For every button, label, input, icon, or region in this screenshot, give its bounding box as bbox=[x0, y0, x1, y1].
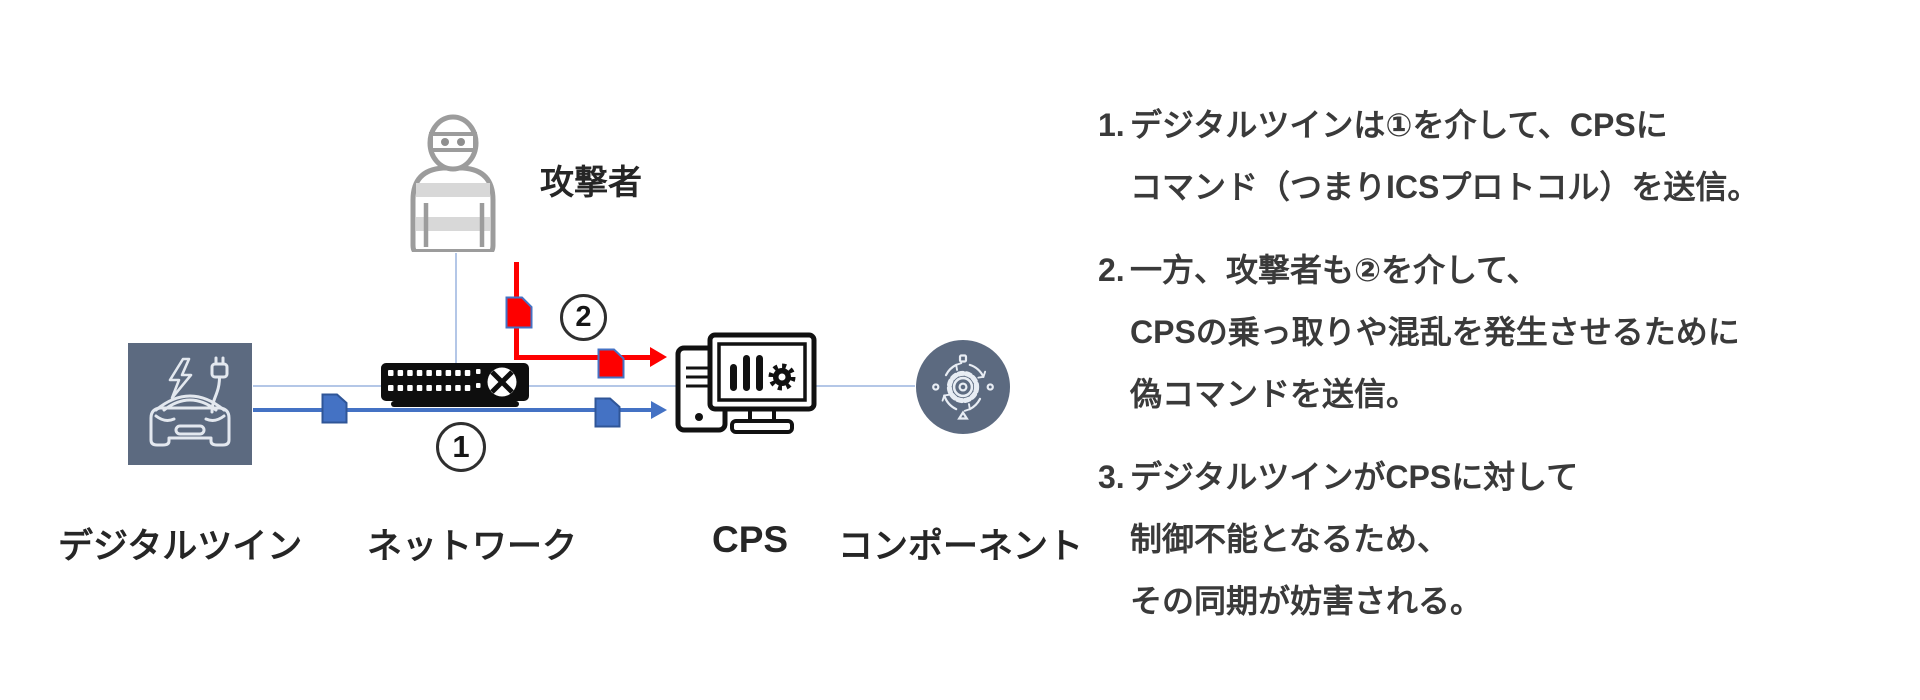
path-badge-2: 2 bbox=[560, 294, 607, 341]
note-text: 制御不能となるため、 bbox=[1130, 521, 1450, 557]
note-text: CPSの乗っ取りや混乱を発生させるために bbox=[1130, 314, 1740, 350]
link-line-horizontal bbox=[253, 385, 915, 387]
component-label: コンポーネント bbox=[838, 527, 1084, 566]
note-number: 2. bbox=[1098, 252, 1125, 288]
note-item-1: 1. デジタルツインは①を介して、CPSに コマンド（つまりICSプロトコル）を… bbox=[1098, 94, 1759, 218]
path-badge-1: 1 bbox=[436, 422, 486, 472]
attacker-label: 攻撃者 bbox=[540, 164, 642, 202]
digital-twin-label: デジタルツイン bbox=[58, 527, 303, 566]
note-number: 1. bbox=[1098, 107, 1125, 143]
note-text: 一方、攻撃者も②を介して、 bbox=[1130, 252, 1539, 288]
command-packet-icon bbox=[321, 393, 348, 424]
command-packet-icon bbox=[594, 397, 621, 428]
note-text: コマンド（つまりICSプロトコル）を送信。 bbox=[1130, 169, 1760, 205]
note-text: デジタルツインがCPSに対して bbox=[1130, 459, 1579, 495]
network-label: ネットワーク bbox=[367, 527, 578, 566]
cps-label: CPS bbox=[712, 519, 789, 560]
note-text: 偽コマンドを送信。 bbox=[1130, 376, 1419, 412]
note-text: デジタルツインは①を介して、CPSに bbox=[1130, 107, 1668, 143]
attack-arrow-line bbox=[514, 355, 652, 360]
component-node bbox=[916, 340, 1010, 434]
note-number: 3. bbox=[1098, 459, 1125, 495]
note-text: その同期が妨害される。 bbox=[1130, 583, 1483, 619]
attack-packet-icon bbox=[597, 348, 625, 379]
digital-twin-node bbox=[128, 343, 252, 465]
notes-panel: 1. デジタルツインは①を介して、CPSに コマンド（つまりICSプロトコル）を… bbox=[1098, 94, 1759, 653]
process-gear-icon bbox=[932, 354, 994, 420]
note-item-3: 3. デジタルツインがCPSに対して 制御不能となるため、 その同期が妨害される… bbox=[1098, 446, 1698, 632]
command-arrow-line bbox=[253, 408, 653, 412]
attacker-icon bbox=[410, 114, 496, 252]
command-arrow-head bbox=[651, 401, 667, 419]
cps-workstation-icon bbox=[675, 332, 817, 434]
attack-arrow-head bbox=[650, 347, 667, 367]
link-line-attacker-vertical bbox=[455, 253, 457, 365]
electric-car-icon bbox=[149, 356, 231, 447]
attack-packet-icon bbox=[505, 296, 533, 329]
network-switch-icon bbox=[381, 363, 529, 407]
note-item-2: 2. 一方、攻撃者も②を介して、 CPSの乗っ取りや混乱を発生させるために 偽コ… bbox=[1098, 239, 1740, 425]
